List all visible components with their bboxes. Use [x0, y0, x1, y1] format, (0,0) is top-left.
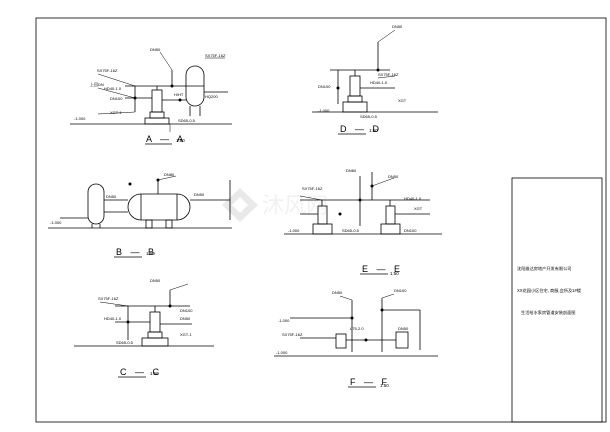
pipe-annotation: SX75F-16Z	[378, 72, 399, 77]
title-company: 沈阳维达房地产开发有限公司	[517, 265, 571, 272]
pipe-annotation: SD65-0.5	[360, 114, 378, 119]
section-scale-aa: 1:50	[176, 138, 185, 143]
pipe-annotation: XGT	[414, 206, 423, 211]
pipe-annotation: DN50	[106, 194, 117, 199]
pipe-annotation: DN50	[388, 174, 399, 179]
section-scale-ee: 1:50	[390, 271, 399, 276]
pipe-annotation: SX75F-16Z	[97, 68, 118, 73]
section-label-dd: D — D	[340, 124, 382, 134]
title-block-frame	[511, 177, 603, 423]
title-project: XX花园小区住宅, 商服,会所及1#楼	[517, 287, 581, 294]
pipe-annotation: DN80	[346, 168, 357, 173]
pipe-annotation: SX75F-16Z	[282, 332, 303, 337]
watermark: 沐风网	[222, 188, 328, 222]
pipe-annotation: HD40-1.0	[404, 196, 422, 201]
pipe-annotation: DN100	[180, 308, 193, 313]
section-cc: DN50 SX75F-16Z HD40-1.0 DN100 DN50 XGT-1…	[74, 278, 214, 378]
section-ff: -1.000 DN50 SX75F-16Z L75-2.0 DN100 -1.0…	[274, 288, 438, 388]
pipe-annotation: DN50	[150, 47, 161, 52]
pipe-annotation: H/HT	[174, 92, 184, 97]
pipe-annotation: 上回DN	[90, 81, 104, 87]
pipe-annotation: SD65-0.5	[342, 228, 360, 233]
section-dd: DN50 SX75F-16Z HD40-1.0 DN100 XGT -1.000…	[312, 24, 438, 135]
section-label-ee: E — E	[362, 264, 403, 274]
pipe-annotation: HD40-1.0	[370, 80, 388, 85]
pipe-annotation: HD40-1.0	[104, 86, 122, 91]
title-drawing: 生活给水泵房管道安装剖面图	[521, 309, 575, 316]
pipe-annotation: SD65-0.5	[116, 340, 134, 345]
pipe-annotation: SD65-0.5	[178, 118, 196, 123]
pipe-annotation: DN100	[394, 288, 407, 293]
pipe-annotation: DN50	[398, 326, 409, 331]
pipe-annotation: DN100	[318, 84, 331, 89]
pipe-annotation: XGT-1	[110, 110, 122, 115]
pipe-annotation: SX75F-16Z	[98, 296, 119, 301]
pipe-annotation: -1.000	[318, 108, 330, 113]
section-scale-dd: 1:50	[369, 128, 378, 133]
pipe-annotation: DN80	[164, 172, 175, 177]
section-scale-cc: 1:50	[150, 371, 159, 376]
pipe-annotation: DN100	[404, 228, 417, 233]
pipe-annotation: SX75F-16Z	[205, 53, 226, 58]
pipe-annotation: -1.000	[288, 228, 300, 233]
section-scale-bb: 1:50	[146, 251, 155, 256]
section-scale-ff: 1:50	[380, 383, 389, 388]
pipe-annotation: HQ200	[205, 94, 218, 99]
title-block: 沈阳维达房地产开发有限公司 XX花园小区住宅, 商服,会所及1#楼 生活给水泵房…	[517, 265, 581, 316]
section-aa: DN50 SX75F-16Z SX75F-16Z 上回DN HD40-1.0 D…	[70, 47, 232, 145]
pipe-annotation: L75-2.0	[350, 326, 364, 331]
section-label-bb: B — B	[116, 247, 157, 257]
pipe-annotation: XGT-1	[180, 332, 192, 337]
section-ee: DN80 SX75F-16Z DN50 HD40-1.0 XGT SD65-0.…	[284, 168, 442, 276]
pipe-annotation: DN50	[150, 278, 161, 283]
section-label-aa: A — A	[146, 134, 186, 144]
pipe-annotation: DN100	[110, 96, 123, 101]
sheet-border	[35, 17, 607, 423]
pipe-annotation: -1.000	[276, 350, 288, 355]
section-label-ff: F — F	[350, 377, 390, 387]
pipe-annotation: DN50	[194, 192, 205, 197]
pipe-annotation: HD40-1.0	[104, 316, 122, 321]
pipe-annotation: DN50	[392, 24, 403, 29]
pipe-annotation: SX75F-16Z	[302, 186, 323, 191]
pipe-annotation: -1.000	[278, 318, 290, 323]
pipe-annotation: DN50	[332, 290, 343, 295]
pipe-annotation: XGT	[398, 98, 407, 103]
section-bb: DN80 DN50 -1.000 DN50 B — B 1:50	[48, 172, 232, 258]
pipe-annotation: -1.000	[50, 220, 62, 225]
section-label-cc: C — C	[120, 367, 162, 377]
pipe-annotation: -1.000	[74, 116, 86, 121]
pipe-annotation: DN50	[180, 316, 191, 321]
